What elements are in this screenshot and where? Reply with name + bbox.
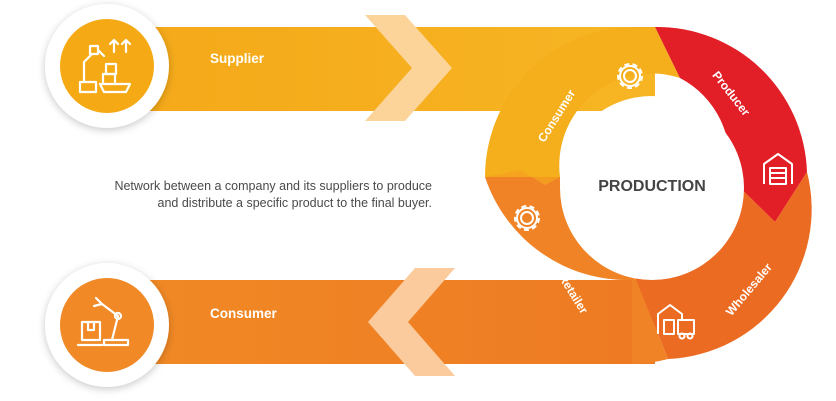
production-hub [560,96,744,280]
robot-arm-boxes-icon [78,38,132,94]
ring-fold-retailer [485,170,560,185]
gear-icon [617,63,643,89]
ring-segment-consumer [485,27,680,177]
warehouse-icon [763,153,793,185]
supplier-chevron-arrow [365,15,452,121]
consumer-chevron-arrow [368,268,455,376]
description-text: Network between a company and its suppli… [96,178,432,212]
description-line-2: and distribute a specific product to the… [157,196,432,210]
consumer-label: Consumer [210,306,278,321]
robot-arm-package-icon [76,296,130,347]
supplier-label: Supplier [210,51,265,66]
production-title: PRODUCTION [598,178,706,195]
gear-icon [514,205,540,231]
truck-warehouse-icon [657,304,695,340]
description-line-1: Network between a company and its suppli… [114,179,432,193]
ring-segment-wholesaler [632,172,812,359]
